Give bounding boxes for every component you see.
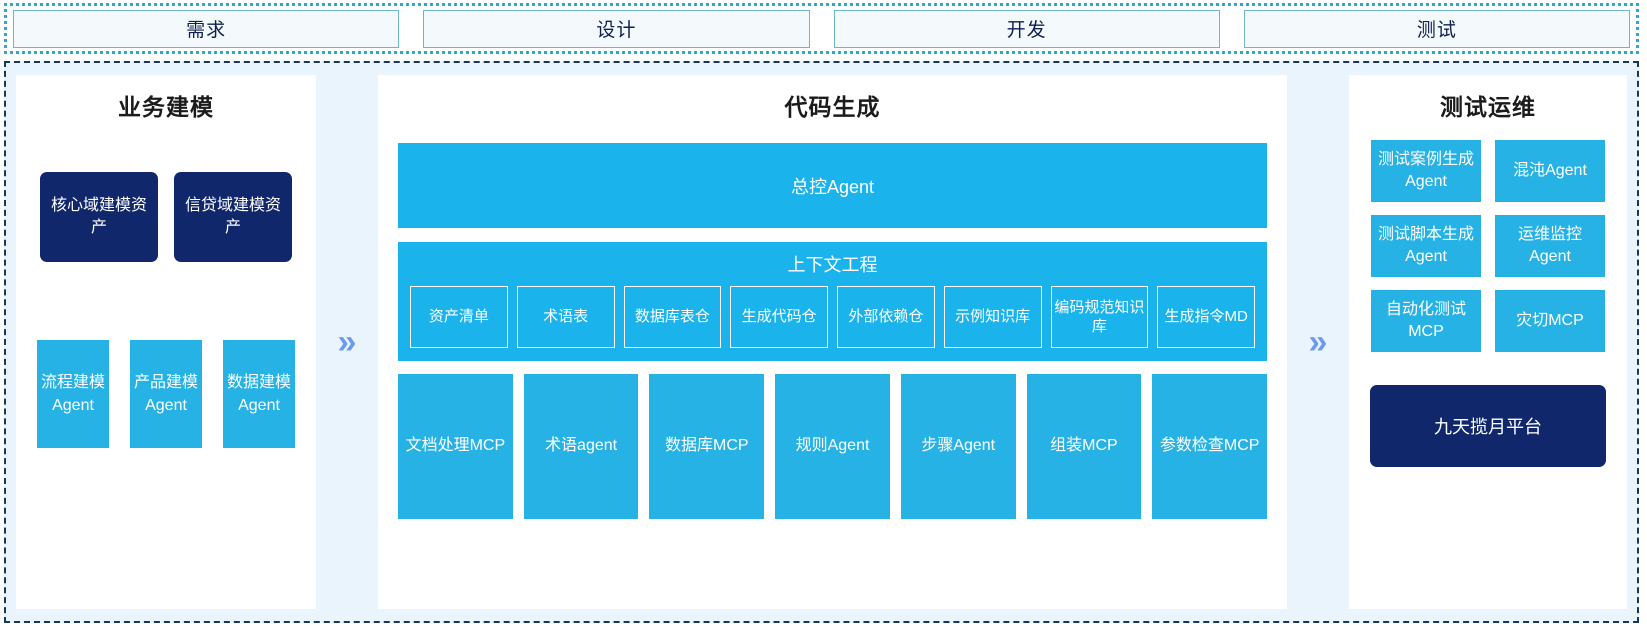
tool-database-mcp[interactable]: 数据库MCP [649, 374, 765, 519]
phase-tab-label: 测试 [1416, 20, 1457, 41]
code-generation-tools-row: 文档处理MCP 术语agent 数据库MCP 规则Agent 步骤Agent 组… [398, 374, 1268, 519]
panel-title-code-generation: 代码生成 [784, 94, 881, 120]
phase-tab-label: 设计 [596, 20, 637, 41]
ops-automated-test-mcp[interactable]: 自动化测试MCP [1371, 290, 1481, 352]
context-item-coding-standard-knowledge-base[interactable]: 编码规范知识库 [1050, 286, 1149, 348]
asset-credit-domain[interactable]: 信贷域建模资产 [174, 172, 292, 262]
tool-glossary-agent[interactable]: 术语agent [523, 374, 639, 519]
context-engineering-items: 资产清单 术语表 数据库表仓 生成代码仓 外部依赖仓 示例知识库 编码规范知识库… [410, 286, 1255, 348]
tool-rule-agent[interactable]: 规则Agent [775, 374, 890, 519]
context-item-asset-list[interactable]: 资产清单 [410, 286, 508, 348]
panel-title-business-modeling: 业务建模 [118, 94, 214, 120]
tool-document-processing-mcp[interactable]: 文档处理MCP [398, 374, 513, 519]
context-item-example-knowledge-base[interactable]: 示例知识库 [943, 286, 1042, 348]
master-control-agent[interactable]: 总控Agent [398, 143, 1267, 228]
context-engineering-block: 上下文工程 资产清单 术语表 数据库表仓 生成代码仓 外部依赖仓 示例知识库 编… [398, 242, 1267, 361]
context-item-generated-code-repo[interactable]: 生成代码仓 [730, 286, 828, 348]
phase-tab-testing[interactable]: 测试 [1243, 9, 1630, 48]
phase-tab-label: 开发 [1006, 20, 1047, 41]
asset-core-domain[interactable]: 核心域建模资产 [40, 172, 158, 262]
context-item-external-dependency-repo[interactable]: 外部依赖仓 [837, 286, 935, 348]
context-item-glossary[interactable]: 术语表 [516, 286, 615, 348]
ops-test-case-generation-agent[interactable]: 测试案例生成Agent [1371, 140, 1481, 202]
context-item-db-table-repo[interactable]: 数据库表仓 [623, 286, 722, 348]
panel-test-operations: 测试运维 测试案例生成Agent 混沌Agent 测试脚本生成Agent 运维监… [1349, 75, 1627, 609]
ops-chaos-agent[interactable]: 混沌Agent [1495, 140, 1605, 202]
business-assets-row: 核心域建模资产 信贷域建模资产 [40, 172, 292, 262]
agent-product-modeling[interactable]: 产品建模Agent [130, 340, 202, 448]
agent-process-modeling[interactable]: 流程建模Agent [37, 340, 109, 448]
code-generation-content: 总控Agent 上下文工程 资产清单 术语表 数据库表仓 生成代码仓 外部依赖仓… [378, 122, 1287, 519]
architecture-diagram-region: 业务建模 核心域建模资产 信贷域建模资产 流程建模Agent 产品建模Agent… [4, 61, 1639, 623]
phase-tab-development[interactable]: 开发 [833, 9, 1220, 48]
phase-tab-requirements[interactable]: 需求 [13, 9, 400, 48]
phase-strip: 需求 设计 开发 测试 [4, 3, 1639, 54]
agent-data-modeling[interactable]: 数据建模Agent [223, 340, 295, 448]
context-engineering-title: 上下文工程 [787, 255, 878, 275]
phase-tab-design[interactable]: 设计 [423, 9, 810, 48]
business-agents-row: 流程建模Agent 产品建模Agent 数据建模Agent [37, 340, 295, 448]
test-operations-grid: 测试案例生成Agent 混沌Agent 测试脚本生成Agent 运维监控Agen… [1371, 140, 1605, 352]
chevron-right-icon: » [337, 323, 357, 361]
ops-disaster-switch-mcp[interactable]: 灾切MCP [1495, 290, 1605, 352]
context-item-generation-instruction-md[interactable]: 生成指令MD [1157, 286, 1255, 348]
phase-tab-label: 需求 [186, 20, 227, 41]
panel-business-modeling: 业务建模 核心域建模资产 信贷域建模资产 流程建模Agent 产品建模Agent… [16, 75, 316, 609]
tool-step-agent[interactable]: 步骤Agent [900, 374, 1016, 519]
chevron-right-icon: » [1308, 323, 1328, 361]
tool-assembly-mcp[interactable]: 组装MCP [1026, 374, 1142, 519]
platform-jiutian-lanyue[interactable]: 九天揽月平台 [1370, 385, 1606, 467]
tool-parameter-check-mcp[interactable]: 参数检查MCP [1152, 374, 1268, 519]
ops-monitoring-agent[interactable]: 运维监控Agent [1495, 215, 1605, 277]
ops-test-script-generation-agent[interactable]: 测试脚本生成Agent [1371, 215, 1481, 277]
panel-code-generation: 代码生成 总控Agent 上下文工程 资产清单 术语表 数据库表仓 生成代码仓 … [378, 75, 1287, 609]
panel-title-test-operations: 测试运维 [1440, 94, 1536, 120]
